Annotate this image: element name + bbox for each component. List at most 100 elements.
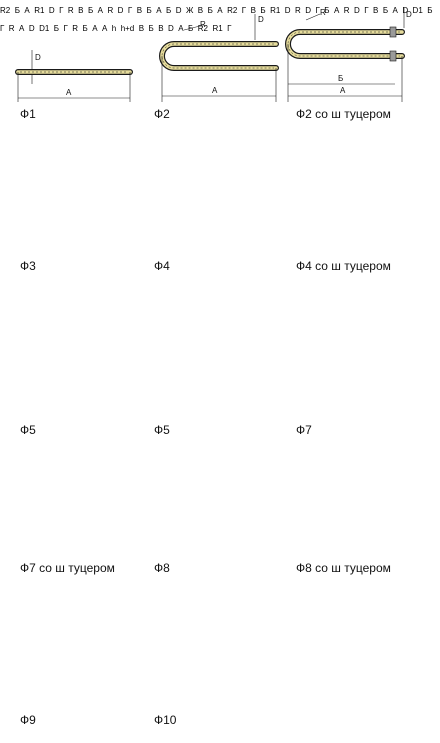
dim-f8-A: A: [19, 24, 25, 33]
dim-f2s-R: R: [320, 8, 326, 17]
dim-f7s-R: R: [343, 6, 350, 15]
fitting-f5-bottom: Б D Ж B Б A: [166, 0, 227, 17]
fitting-f4s-bottom: R D Г B Б A: [107, 0, 166, 17]
fitting-f5-side: Ж B Б A: [186, 0, 227, 17]
dim-f10-R2: R2: [197, 24, 208, 33]
dim-f5a-A: A: [217, 6, 223, 15]
dim-f7s-D: D: [353, 6, 360, 15]
dim-f4s-Bsub: Б: [146, 6, 152, 15]
fitting-f8s-top: D D1 Б Г R Б A: [29, 18, 102, 35]
dim-f10-A: A: [178, 24, 184, 33]
dim-f2-D: D: [258, 15, 264, 24]
caption-f4s: Ф4 со ш туцером: [296, 259, 391, 273]
shape-f2: R D A: [159, 14, 279, 102]
dim-f3-B: Б: [14, 6, 20, 15]
dim-f4-Bsub: Б: [87, 6, 94, 15]
dim-f3-D: D: [48, 6, 55, 15]
dim-f8-R: R: [8, 24, 15, 33]
dim-f5b-D: D: [284, 6, 291, 15]
dim-f8s-B: Б: [53, 24, 59, 33]
dim-f5b-R2: R2: [227, 6, 238, 15]
dim-f5b-R1: R1: [270, 6, 281, 15]
dim-f3-G: Г: [59, 6, 64, 15]
shape-f3: R2 Б A R1 D Г: [0, 0, 68, 17]
dim-f9-hd: h+d: [120, 24, 135, 33]
dim-f7-G: Г: [315, 6, 320, 15]
dim-f10-D: D: [168, 24, 174, 33]
caption-f2s: Ф2 со ш туцером: [296, 107, 391, 121]
caption-f2: Ф2: [154, 107, 170, 121]
caption-f8: Ф8: [154, 561, 170, 575]
shape-f7: R D Г Б A: [295, 0, 344, 17]
dim-f10-B: B: [158, 24, 164, 33]
caption-f3: Ф3: [20, 259, 36, 273]
dim-f8-G: Г: [0, 24, 5, 33]
caption-f5-right: Ф5: [154, 423, 170, 437]
dim-f5b-V: B: [250, 6, 256, 15]
dim-f3-R2: R2: [0, 6, 11, 15]
dim-f8s-Bsub: Б: [82, 24, 88, 33]
dim-f2-A: A: [212, 86, 218, 95]
shape-f4: R B Б A: [68, 0, 108, 17]
dim-f10-G: Г: [227, 24, 232, 33]
shape-f7s: R D Г B Б A: [344, 0, 403, 17]
fitting-f4s-top: R D Г B Б A: [107, 0, 166, 17]
dim-f2s-D: D: [406, 10, 412, 19]
fitting-f7s-top: R D Г B Б A: [344, 0, 403, 17]
dim-f4s-G: Г: [127, 6, 133, 15]
dim-f3-A: A: [24, 6, 30, 15]
fitting-f5b-left: R2 Г B Б R1 D: [227, 0, 295, 17]
caption-f7: Ф7: [296, 423, 312, 437]
caption-f1: Ф1: [20, 107, 36, 121]
dim-f5a-B: Б: [166, 6, 172, 15]
caption-f8s: Ф8 со ш туцером: [296, 561, 391, 575]
shape-f5-right: R2 Г B Б R1 D: [227, 0, 295, 17]
dim-f4s-R: R: [107, 6, 114, 15]
dim-f8s-A: A: [92, 24, 98, 33]
dim-f3-R1: R1: [34, 6, 45, 15]
dim-f7-D: D: [305, 6, 311, 15]
dim-f5a-V: B: [197, 6, 204, 15]
fitting-f2s-bottom: [389, 50, 397, 62]
dim-f5b-G: Г: [241, 6, 247, 15]
caption-f7s: Ф7 со ш туцером: [20, 561, 115, 575]
dim-f8s-G: Г: [63, 24, 68, 33]
dim-f4-R: R: [67, 6, 74, 15]
dim-f7s-V: B: [373, 6, 379, 15]
dim-f7s-B: Б: [382, 6, 389, 15]
dim-f4s-B: B: [136, 6, 143, 15]
dim-f9-h: h: [111, 24, 117, 33]
caption-f10: Ф10: [154, 713, 177, 727]
shape-f5-left: Б D Ж B Б A: [166, 0, 227, 17]
dim-f2-R: R: [200, 20, 206, 29]
dim-f8-D1: D1: [412, 6, 423, 15]
caption-f9: Ф9: [20, 713, 36, 727]
shape-f1: D A: [15, 50, 133, 102]
dim-f2s-B: Б: [338, 74, 343, 83]
dim-f5a-Bsub: Б: [207, 6, 213, 15]
dim-f4s-A: A: [156, 6, 162, 15]
dim-f7-B: Б: [324, 6, 330, 15]
shape-f4s: R D Г B Б A: [107, 0, 166, 17]
dim-f7-R: R: [294, 6, 301, 15]
dim-f7-A: A: [333, 6, 340, 15]
dim-f1-A: A: [66, 88, 72, 97]
dim-f9-B: B: [138, 24, 145, 33]
fitting-f8s-bottom: D D1 Б Г R Б A: [29, 18, 102, 35]
fitting-f7s-bottom: R D Г B Б A: [344, 0, 403, 17]
dim-f9-Bsub: Б: [148, 24, 154, 33]
dim-f8s-D1: D1: [39, 24, 50, 33]
caption-f4: Ф4: [154, 259, 170, 273]
dim-f4-B: B: [78, 6, 84, 15]
dim-f7s-A: A: [392, 6, 398, 15]
dim-f8-B: Б: [427, 6, 433, 15]
caption-f5-left: Ф5: [20, 423, 36, 437]
dim-f5a-D: D: [175, 6, 182, 15]
dim-f5a-Zh: Ж: [185, 6, 194, 15]
shape-f9: A h h+d B Б: [102, 18, 158, 35]
dim-f8s-D: D: [28, 24, 35, 33]
dim-f1-D: D: [35, 53, 41, 62]
tube-f2: [159, 41, 279, 71]
